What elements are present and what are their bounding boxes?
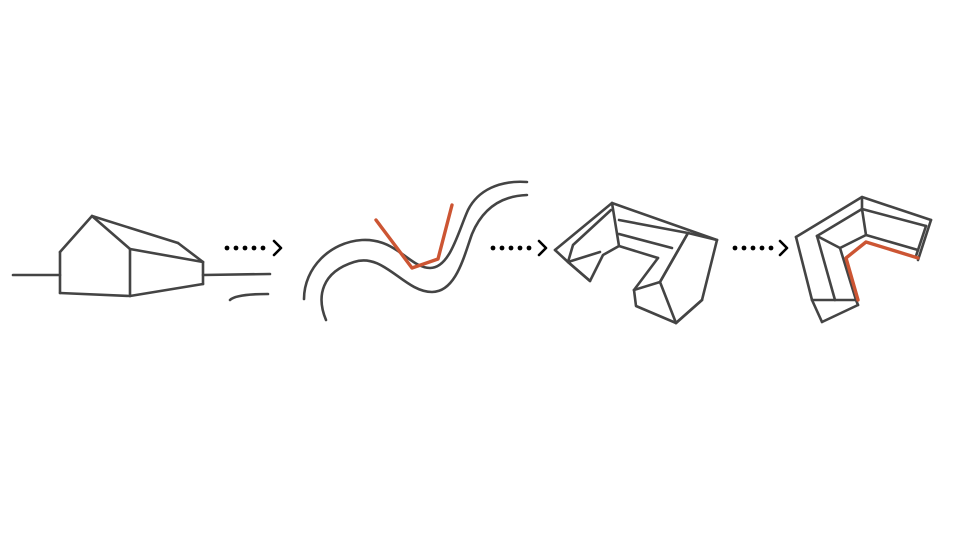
- l-shape-highlight: [844, 240, 920, 302]
- dotted-arrow-2: [490, 239, 548, 257]
- dotted-arrow-3: [732, 239, 789, 257]
- curve-highlight: [374, 203, 454, 270]
- house-sketch-icon: [11, 214, 272, 302]
- u-shaped-building-icon: [553, 201, 719, 325]
- curved-band-icon: [302, 180, 529, 322]
- dotted-arrow-1: [224, 239, 283, 257]
- l-shaped-building-icon: [794, 195, 933, 324]
